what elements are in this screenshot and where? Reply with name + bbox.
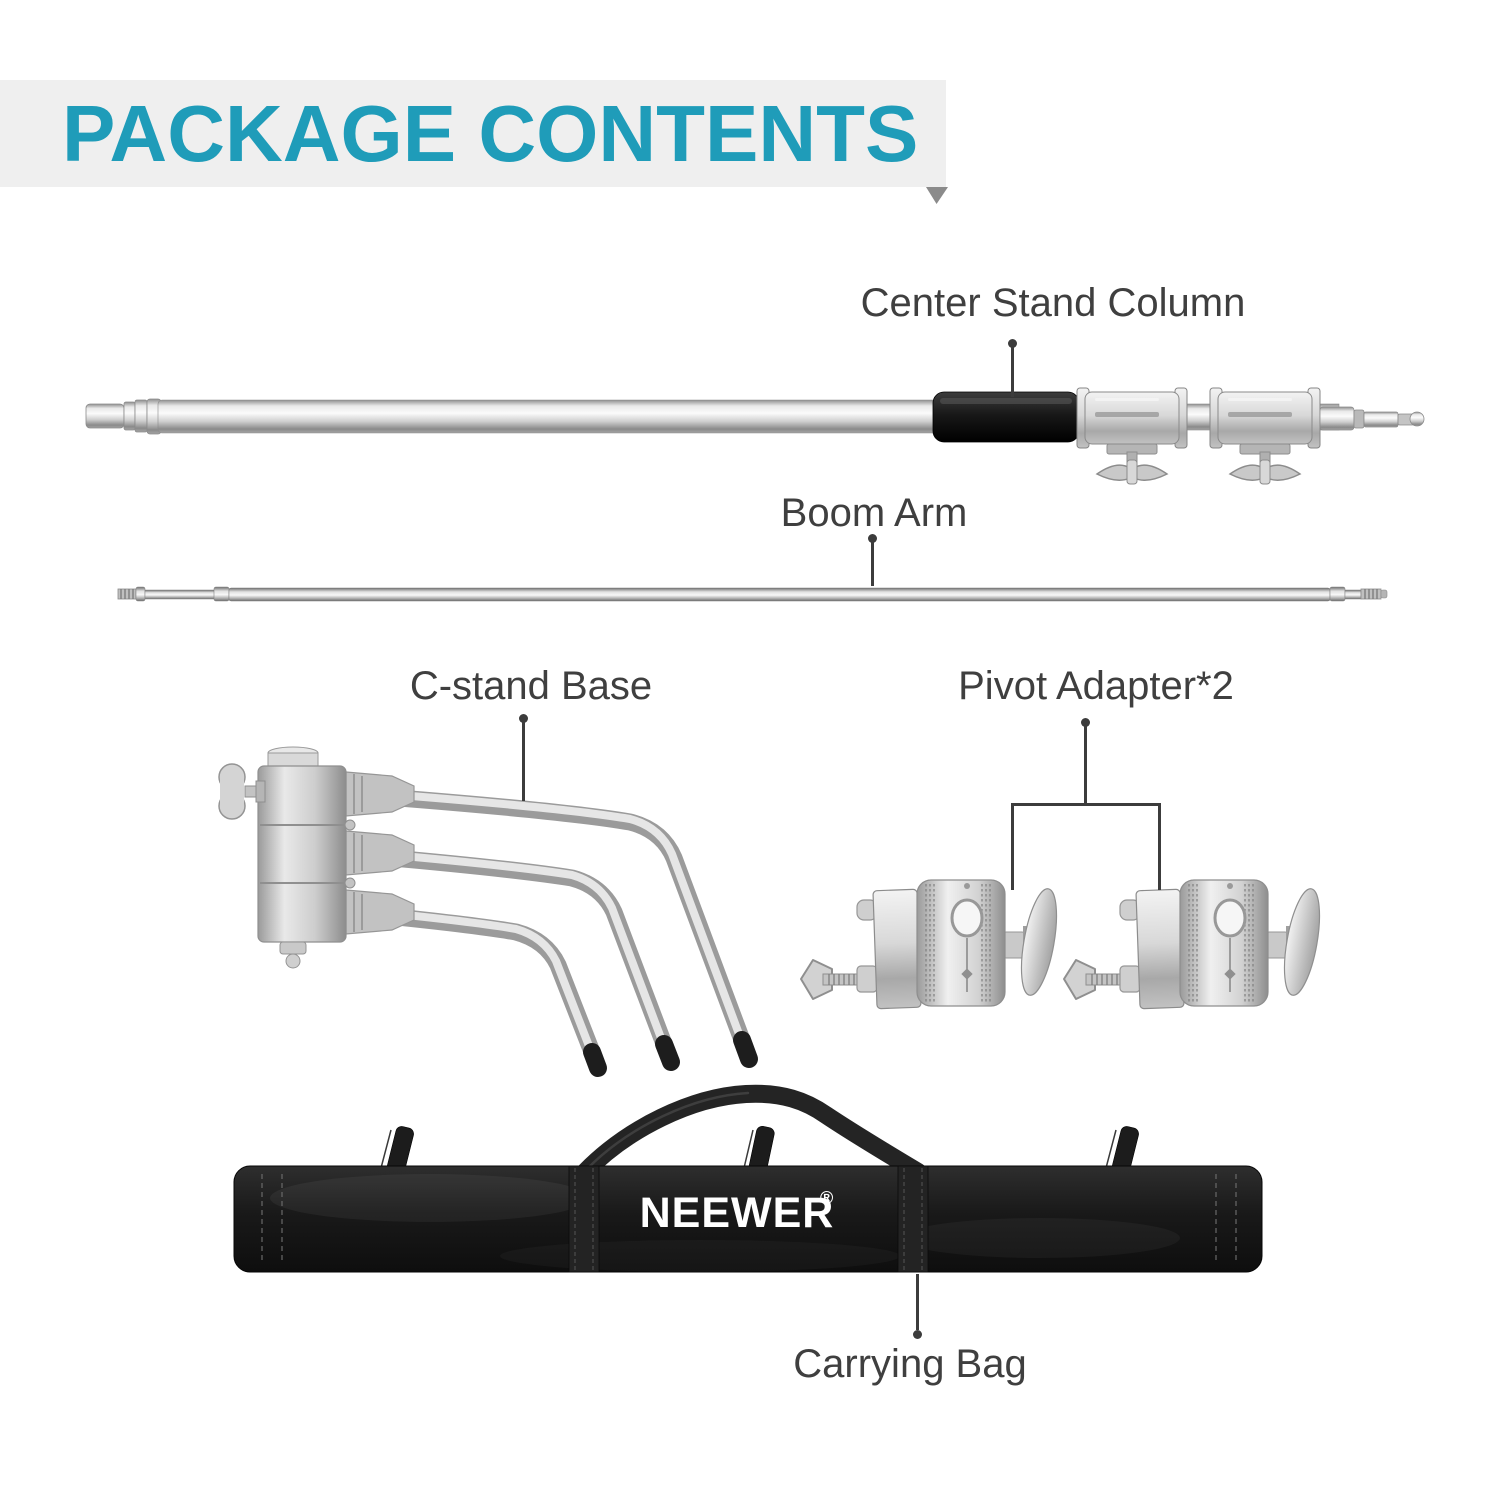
label-boom-arm: Boom Arm: [780, 491, 968, 535]
pivot-adapter-1-image: [799, 878, 1065, 1011]
c-stand-base-leader-dot: [519, 714, 528, 723]
pivot-adapter-leader-stem: [1084, 725, 1087, 805]
carrying-bag-image: NEEWER ®: [233, 1084, 1263, 1273]
label-carrying-bag: Carrying Bag: [793, 1342, 1027, 1386]
pivot-adapter-leader-bracket: [1011, 803, 1161, 806]
boom-arm-leader-line: [871, 541, 874, 586]
center-stand-column-leader-line: [1011, 346, 1014, 397]
pivot-adapter-leader-drop-right: [1158, 805, 1161, 890]
pivot-adapter-leader-dot: [1081, 718, 1090, 727]
pivot-adapter-leader-drop-left: [1011, 805, 1014, 890]
carrying-bag-leader-line: [916, 1274, 919, 1330]
boom-arm-leader-dot: [868, 534, 877, 543]
pivot-adapter-2-image: [1062, 878, 1328, 1011]
page-title: PACKAGE CONTENTS: [62, 88, 919, 178]
neewer-logo: NEEWER: [640, 1189, 835, 1237]
header-banner: PACKAGE CONTENTS: [0, 80, 946, 187]
center-stand-column-image: [85, 387, 1425, 485]
c-stand-base-leader-line: [522, 721, 525, 801]
label-center-stand-column: Center Stand Column: [860, 281, 1246, 325]
neewer-logo-registered-mark: ®: [820, 1188, 834, 1208]
carrying-bag-leader-dot: [913, 1330, 922, 1339]
boom-arm-image: [117, 586, 1388, 602]
center-stand-column-leader-dot: [1008, 339, 1017, 348]
label-c-stand-base: C-stand Base: [409, 664, 653, 708]
c-stand-base-image: [218, 746, 758, 1077]
label-pivot-adapter: Pivot Adapter*2: [958, 664, 1234, 708]
pivot-adapters-image: [799, 878, 1328, 1011]
